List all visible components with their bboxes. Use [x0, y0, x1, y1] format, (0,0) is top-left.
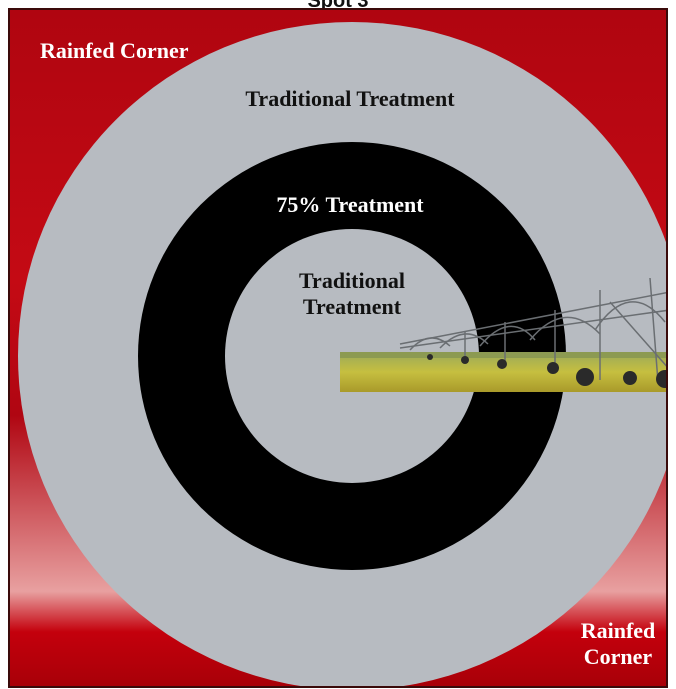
field-layout-frame: Rainfed Corner Traditional Treatment 75%… [8, 8, 668, 688]
inner-circle-label: Traditional Treatment [299, 268, 405, 319]
center-pivot-irrigation-photo [340, 277, 666, 392]
middle-ring-label: 75% Treatment [276, 192, 424, 217]
pivot-circle-diagram [18, 22, 666, 686]
rainfed-corner-label-top: Rainfed Corner [40, 38, 189, 63]
rainfed-corner-label-bottom: Rainfed Corner [580, 618, 656, 669]
diagram-title: Spot 3 [307, 0, 369, 12]
outer-ring-label: Traditional Treatment [245, 86, 455, 111]
